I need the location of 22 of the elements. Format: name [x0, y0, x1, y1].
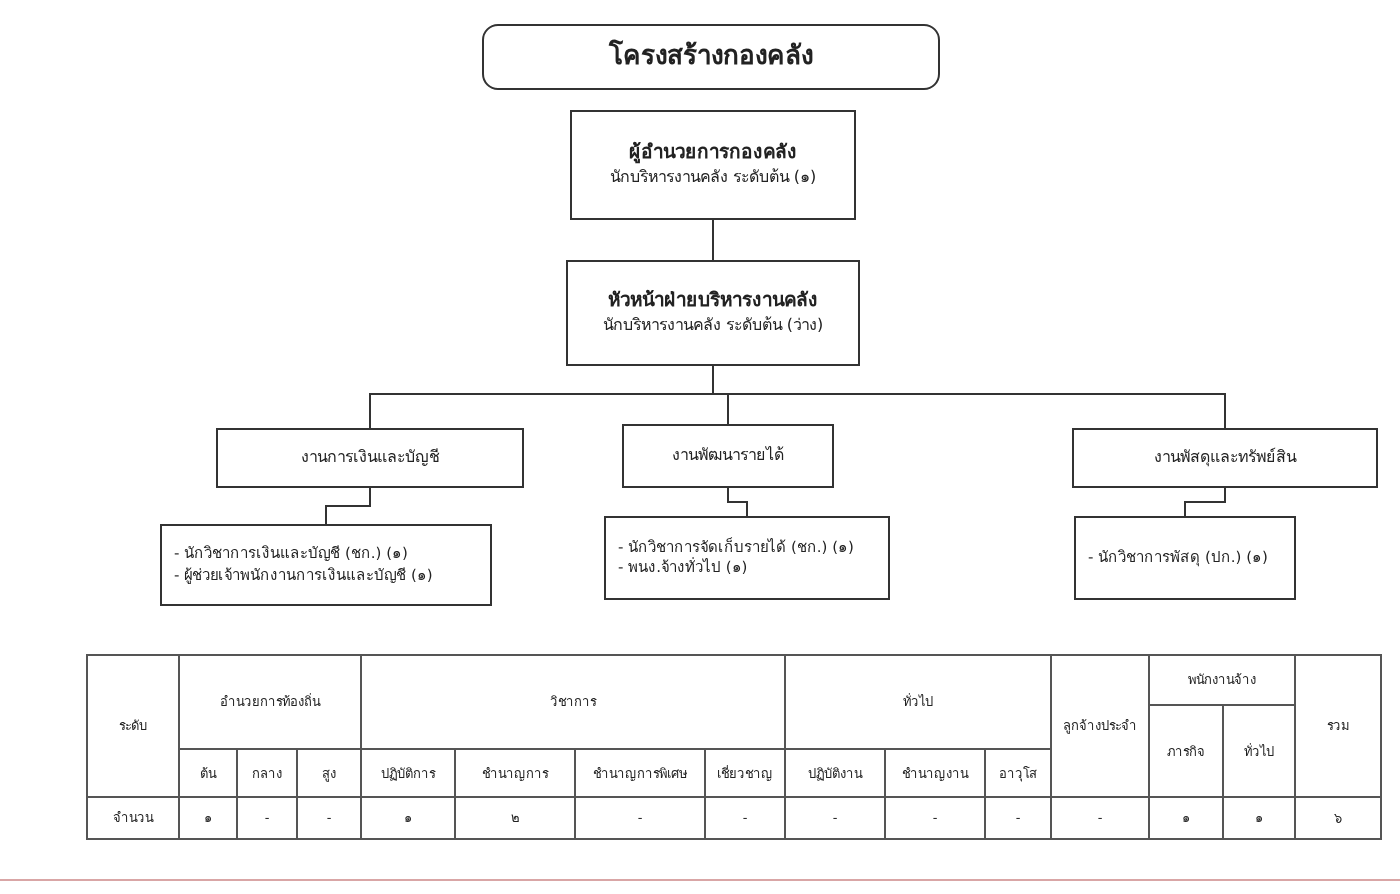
chart-title: โครงสร้างกองคลัง	[609, 39, 813, 75]
connector-line	[325, 487, 371, 525]
box-heading: ผู้อำนวยการกองคลัง	[629, 141, 797, 167]
section-box	[1072, 428, 1378, 488]
connector-line	[1184, 487, 1226, 517]
box-heading: หัวหน้าฝ่ายบริหารงานคลัง	[608, 289, 818, 315]
box-subtitle: นักบริหารงานคลัง ระดับต้น (ว่าง)	[602, 315, 824, 337]
title-box	[482, 24, 940, 90]
position-box	[570, 110, 856, 220]
connector-line	[727, 487, 748, 517]
staff-box	[604, 516, 890, 600]
section-box	[622, 424, 834, 488]
box-subtitle: นักบริหารงานคลัง ระดับต้น (๑)	[609, 167, 817, 189]
box-heading: งานพัสดุและทรัพย์สิน	[1154, 447, 1296, 469]
box-heading: งานการเงินและบัญชี	[301, 447, 439, 469]
section-box	[216, 428, 524, 488]
connector-line	[712, 365, 1226, 429]
staff-box	[1074, 516, 1296, 600]
connector-line	[712, 219, 714, 261]
staff-box	[160, 524, 492, 606]
position-box	[566, 260, 860, 366]
box-heading: งานพัฒนารายได้	[672, 445, 784, 467]
